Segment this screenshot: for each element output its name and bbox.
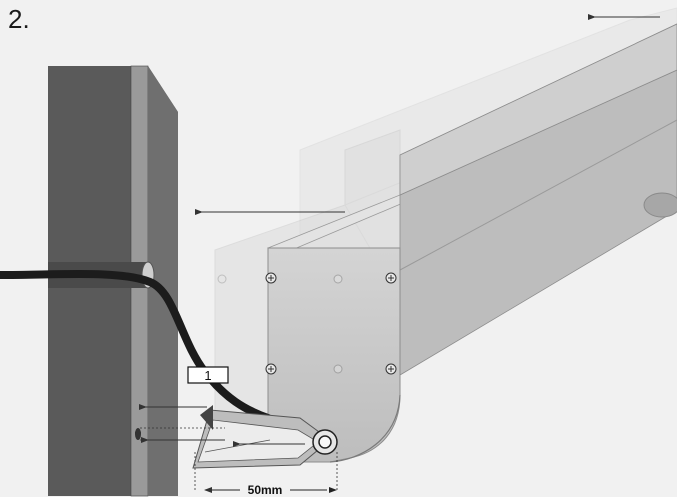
mounting-bracket [192, 405, 338, 469]
wall [48, 65, 178, 497]
callout-label: 1 [204, 368, 211, 383]
arrow-left-icon [139, 14, 660, 447]
dimension-line [204, 487, 337, 493]
dimension-label: 50mm [248, 483, 283, 497]
step-number: 2. [8, 4, 30, 34]
callout-1: 1 [187, 366, 229, 384]
phillips-screw-icon [217, 272, 397, 375]
awning-profile [267, 23, 677, 463]
power-cable [0, 269, 272, 422]
